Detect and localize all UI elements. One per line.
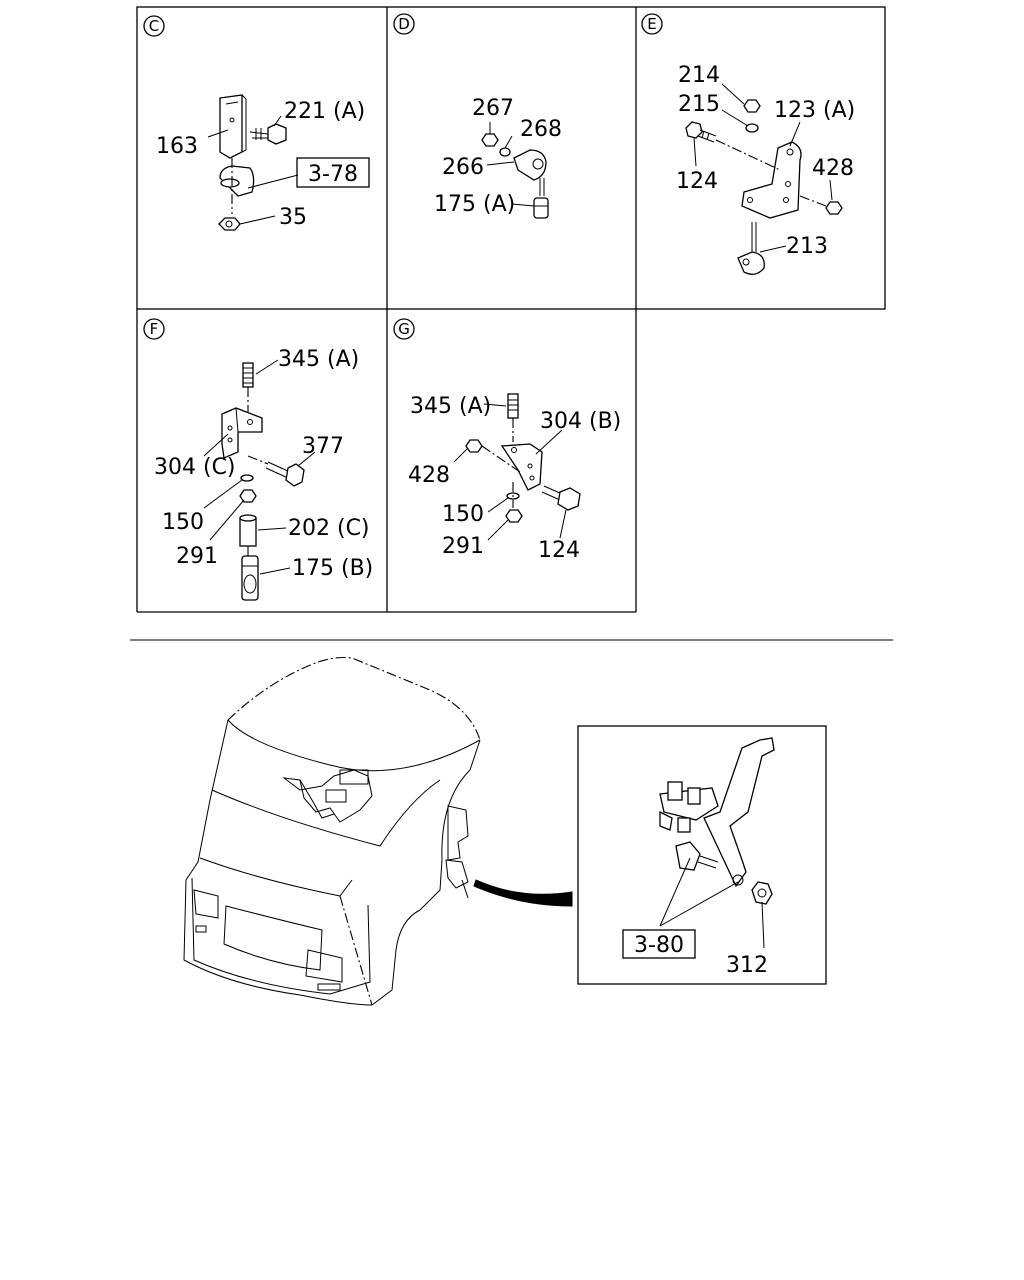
- label-123a: 123 (A): [774, 98, 855, 123]
- label-202c: 202 (C): [288, 516, 370, 541]
- panel-g-badge: [393, 318, 415, 340]
- label-312: 312: [726, 953, 768, 978]
- label-35: 35: [279, 205, 307, 230]
- label-163: 163: [156, 134, 198, 159]
- ref-box-3-80: [622, 929, 696, 959]
- label-214: 214: [678, 63, 720, 88]
- ref-box-3-78: [296, 157, 370, 188]
- label-3-78: 3-78: [308, 162, 358, 187]
- label-428: 428: [812, 156, 854, 181]
- panel-f-letter: F: [150, 320, 159, 338]
- label-124-g: 124: [538, 538, 580, 563]
- label-213: 213: [786, 234, 828, 259]
- panel-c-letter: C: [149, 17, 159, 35]
- panel-g-letter: G: [398, 320, 410, 338]
- panel-f: F 345 (A: [143, 318, 373, 601]
- label-345a-g: 345 (A): [410, 394, 491, 419]
- label-268: 268: [520, 117, 562, 142]
- panel-c-badge: [143, 15, 165, 37]
- panel-e-badge: [641, 13, 663, 35]
- label-345a-f: 345 (A): [278, 347, 359, 372]
- label-377: 377: [302, 434, 344, 459]
- label-215: 215: [678, 92, 720, 117]
- truck-cab-illustration: [183, 656, 573, 1006]
- panel-d-badge: [393, 13, 415, 35]
- label-291-f: 291: [176, 544, 218, 569]
- panel-d: D 267 268 266 175 (A): [393, 13, 562, 219]
- panel-g: G 345 (A) 304 (B) 428 150 291: [393, 318, 621, 563]
- label-175b: 175 (B): [292, 556, 373, 581]
- panel-e: E 214 215 123 (A) 124: [641, 13, 855, 275]
- panel-d-letter: D: [398, 15, 410, 33]
- label-150-g: 150: [442, 502, 484, 527]
- label-266: 266: [442, 155, 484, 180]
- label-150-f: 150: [162, 510, 204, 535]
- label-291-g: 291: [442, 534, 484, 559]
- label-221a: 221 (A): [284, 99, 365, 124]
- label-304b: 304 (B): [540, 409, 621, 434]
- label-267: 267: [472, 96, 514, 121]
- label-304c: 304 (C): [154, 455, 236, 480]
- label-124: 124: [676, 169, 718, 194]
- detail-box: 3-80 312: [577, 725, 827, 985]
- panel-grid: [136, 6, 886, 613]
- panel-f-badge: [143, 318, 165, 340]
- label-175a: 175 (A): [434, 192, 515, 217]
- panel-e-letter: E: [647, 15, 656, 33]
- panel-c: C 221 (A) 163 3-78 35: [143, 15, 370, 231]
- label-3-80: 3-80: [634, 933, 684, 958]
- label-428-g: 428: [408, 463, 450, 488]
